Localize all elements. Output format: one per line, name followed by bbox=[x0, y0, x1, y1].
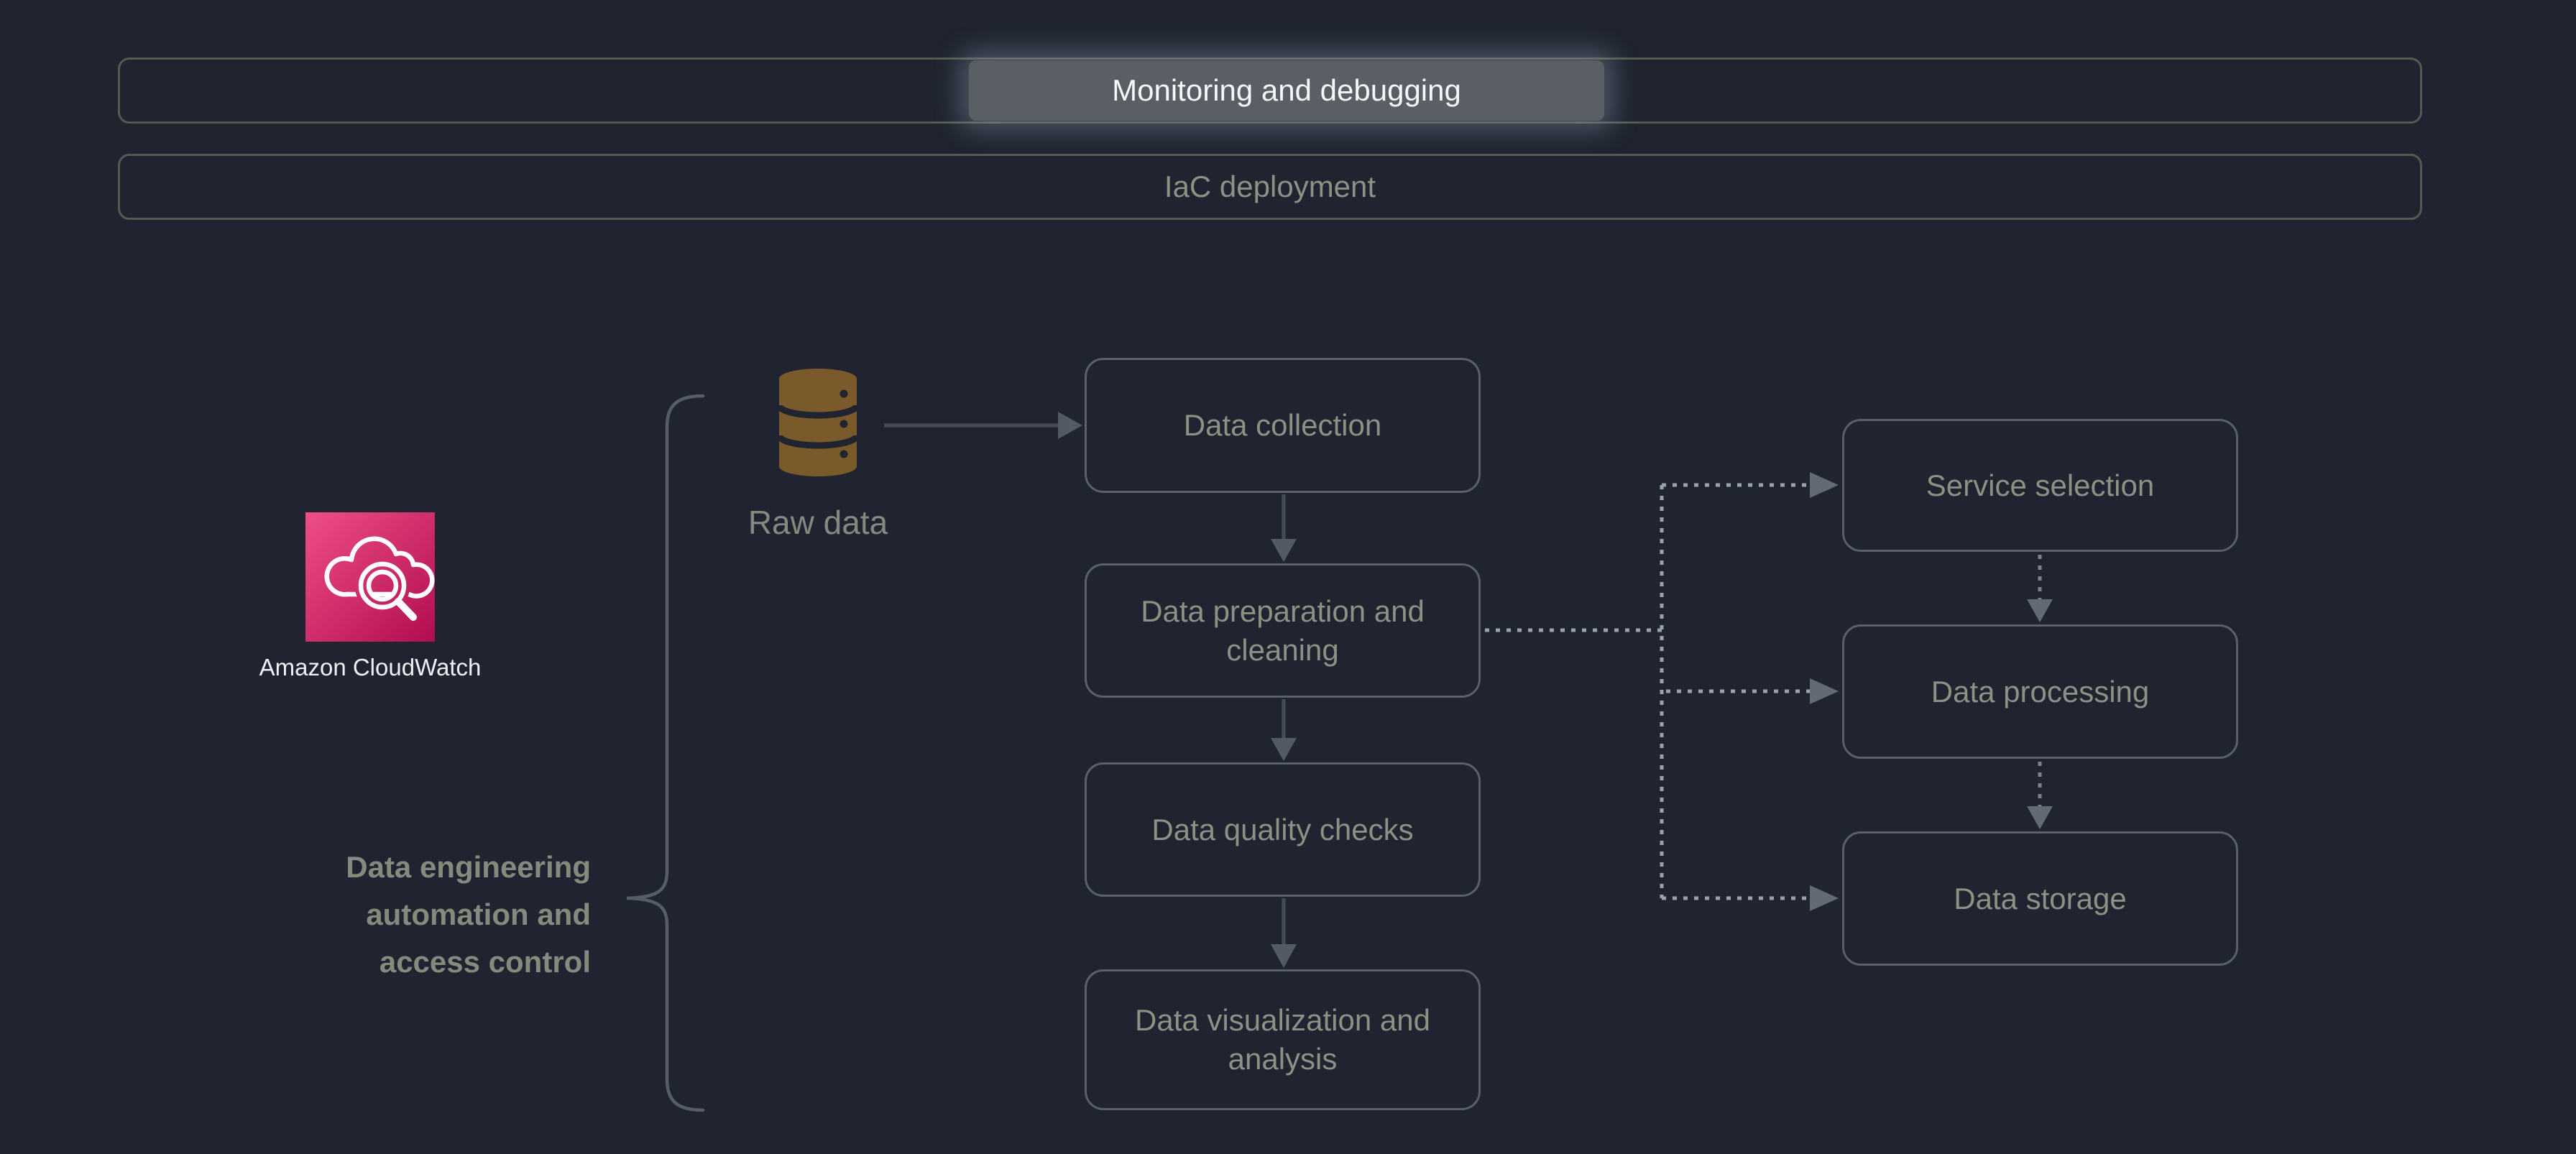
raw-data-label: Raw data bbox=[748, 504, 888, 541]
arrow-quality-to-visualization bbox=[1271, 898, 1297, 968]
node-data-visualization-label: Data visualization and analysis bbox=[1135, 1003, 1430, 1076]
cloudwatch-label: Amazon CloudWatch bbox=[259, 654, 482, 680]
dotted-arrow-service-to-processing bbox=[2027, 555, 2053, 622]
cloudwatch-icon bbox=[305, 512, 435, 642]
left-annotation-line: automation and bbox=[366, 897, 591, 931]
node-data-preparation-label: Data preparation and cleaning bbox=[1141, 594, 1425, 667]
arrow-rawdata-to-collection bbox=[884, 412, 1082, 439]
node-data-processing: Data processing bbox=[1842, 624, 2238, 759]
curly-brace bbox=[626, 394, 705, 1112]
node-data-collection-label: Data collection bbox=[1183, 408, 1382, 442]
dotted-arrow-to-data-processing bbox=[1666, 678, 1839, 704]
node-data-processing-label: Data processing bbox=[1931, 674, 2150, 708]
dotted-arrow-to-service-selection bbox=[1662, 472, 1839, 498]
node-service-selection: Service selection bbox=[1842, 419, 2238, 552]
stage-highlight-pill[interactable]: Monitoring and debugging bbox=[969, 60, 1604, 121]
database-icon bbox=[778, 369, 858, 476]
dotted-arrow-processing-to-storage bbox=[2027, 762, 2053, 829]
node-data-quality-checks-label: Data quality checks bbox=[1151, 812, 1414, 846]
stage-bar-monitoring-label: Monitoring and debugging bbox=[1112, 73, 1461, 107]
node-data-collection: Data collection bbox=[1085, 358, 1481, 493]
node-data-storage-label: Data storage bbox=[1954, 881, 2127, 915]
stage-bar-iac[interactable]: IaC deployment bbox=[118, 154, 2422, 220]
left-annotation: Data engineering automation and access c… bbox=[252, 844, 591, 986]
node-service-selection-label: Service selection bbox=[1926, 468, 2155, 502]
node-data-visualization: Data visualization and analysis bbox=[1085, 969, 1481, 1110]
arrow-preparation-to-quality bbox=[1271, 699, 1297, 761]
dotted-feeder-preparation bbox=[1485, 485, 1664, 898]
stage-bar-iac-label: IaC deployment bbox=[1164, 170, 1376, 203]
node-data-preparation: Data preparation and cleaning bbox=[1085, 563, 1481, 698]
arrow-collection-to-preparation bbox=[1271, 494, 1297, 562]
left-annotation-line: access control bbox=[379, 945, 591, 979]
dotted-arrow-to-data-storage bbox=[1662, 885, 1839, 911]
node-data-quality-checks: Data quality checks bbox=[1085, 762, 1481, 897]
left-annotation-line: Data engineering bbox=[346, 850, 591, 884]
stage-bar-monitoring[interactable] bbox=[118, 57, 2422, 124]
node-data-storage: Data storage bbox=[1842, 831, 2238, 966]
